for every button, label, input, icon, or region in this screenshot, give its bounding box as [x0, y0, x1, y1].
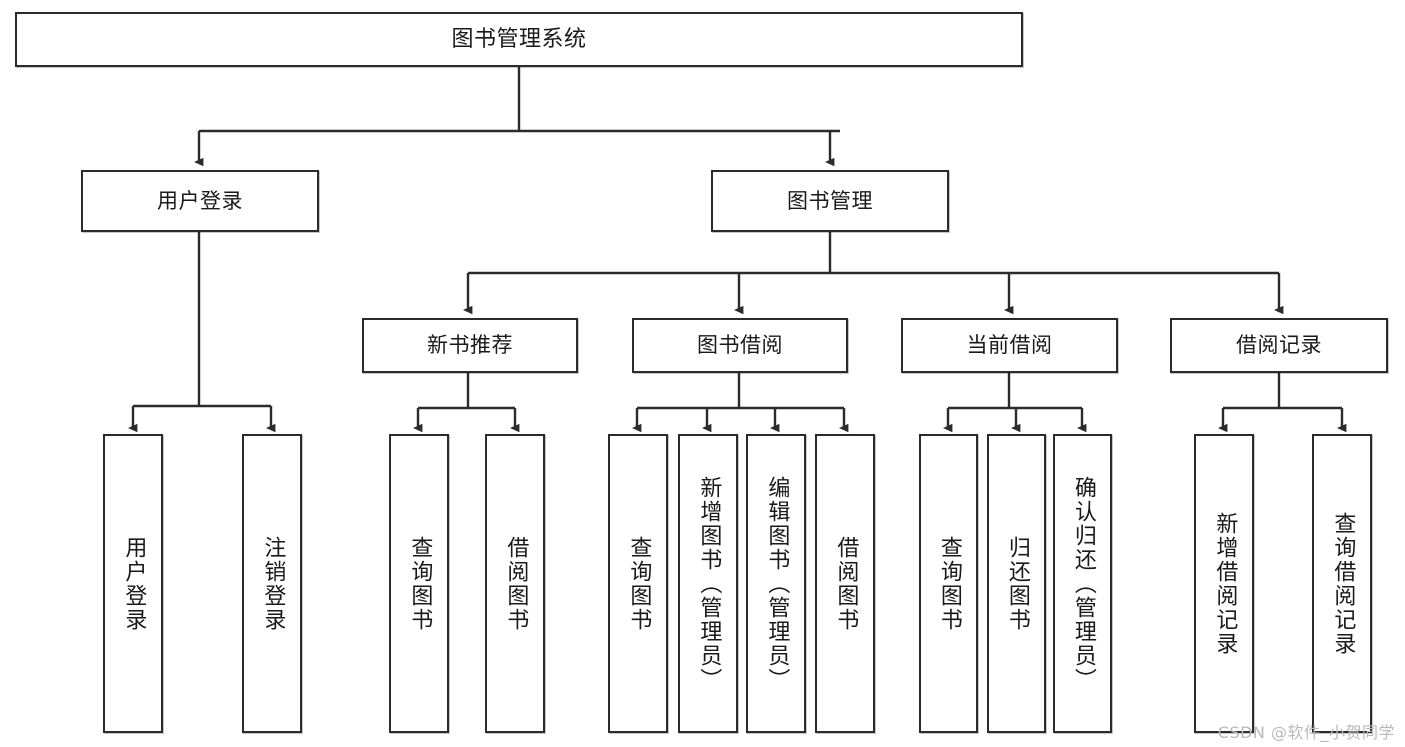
- leaf-confirm-return-admin[interactable]: 确认归还（管理员）: [1053, 434, 1112, 733]
- node-label: 借阅图书: [833, 535, 859, 632]
- leaf-query-book-current[interactable]: 查询图书: [919, 434, 978, 733]
- node-label: 新增图书（管理员）: [696, 475, 722, 692]
- leaf-add-book-admin[interactable]: 新增图书（管理员）: [678, 434, 738, 733]
- watermark-text: CSDN @软件_小贺同学: [1217, 723, 1395, 742]
- node-label: 查询借阅记录: [1330, 511, 1356, 656]
- node-label: 查询图书: [407, 535, 433, 632]
- node-label: 查询图书: [626, 535, 652, 632]
- node-root-library-system[interactable]: 图书管理系统: [15, 12, 1023, 67]
- node-label: 编辑图书（管理员）: [764, 475, 790, 692]
- leaf-logout[interactable]: 注销登录: [242, 434, 302, 733]
- node-label: 图书管理: [787, 188, 873, 213]
- leaf-query-book-borrow[interactable]: 查询图书: [608, 434, 668, 733]
- node-borrow-records[interactable]: 借阅记录: [1170, 318, 1388, 373]
- node-label: 新书推荐: [427, 333, 513, 358]
- node-book-management[interactable]: 图书管理: [711, 170, 949, 232]
- leaf-return-book[interactable]: 归还图书: [987, 434, 1046, 733]
- leaf-borrow-book-recommend[interactable]: 借阅图书: [485, 434, 545, 733]
- node-label: 注销登录: [260, 535, 286, 632]
- node-label: 借阅图书: [503, 535, 529, 632]
- node-label: 新增借阅记录: [1212, 511, 1238, 656]
- node-label: 用户登录: [157, 188, 243, 213]
- leaf-user-login[interactable]: 用户登录: [103, 434, 163, 733]
- leaf-borrow-book[interactable]: 借阅图书: [815, 434, 875, 733]
- leaf-edit-book-admin[interactable]: 编辑图书（管理员）: [746, 434, 806, 733]
- node-label: 当前借阅: [966, 333, 1053, 358]
- node-label: 归还图书: [1004, 535, 1030, 632]
- node-label: 图书管理系统: [451, 26, 587, 52]
- node-label: 图书借阅: [697, 333, 783, 358]
- node-new-book-recommend[interactable]: 新书推荐: [362, 318, 578, 373]
- node-label: 用户登录: [121, 535, 147, 632]
- leaf-add-borrow-record[interactable]: 新增借阅记录: [1194, 434, 1254, 733]
- node-book-borrow[interactable]: 图书借阅: [632, 318, 848, 373]
- node-label: 确认归还（管理员）: [1070, 475, 1096, 692]
- node-label: 借阅记录: [1236, 333, 1322, 358]
- node-label: 查询图书: [936, 535, 962, 632]
- node-user-login[interactable]: 用户登录: [81, 170, 319, 232]
- leaf-query-borrow-record[interactable]: 查询借阅记录: [1312, 434, 1372, 733]
- node-current-borrow[interactable]: 当前借阅: [901, 318, 1118, 373]
- leaf-query-book-recommend[interactable]: 查询图书: [389, 434, 449, 733]
